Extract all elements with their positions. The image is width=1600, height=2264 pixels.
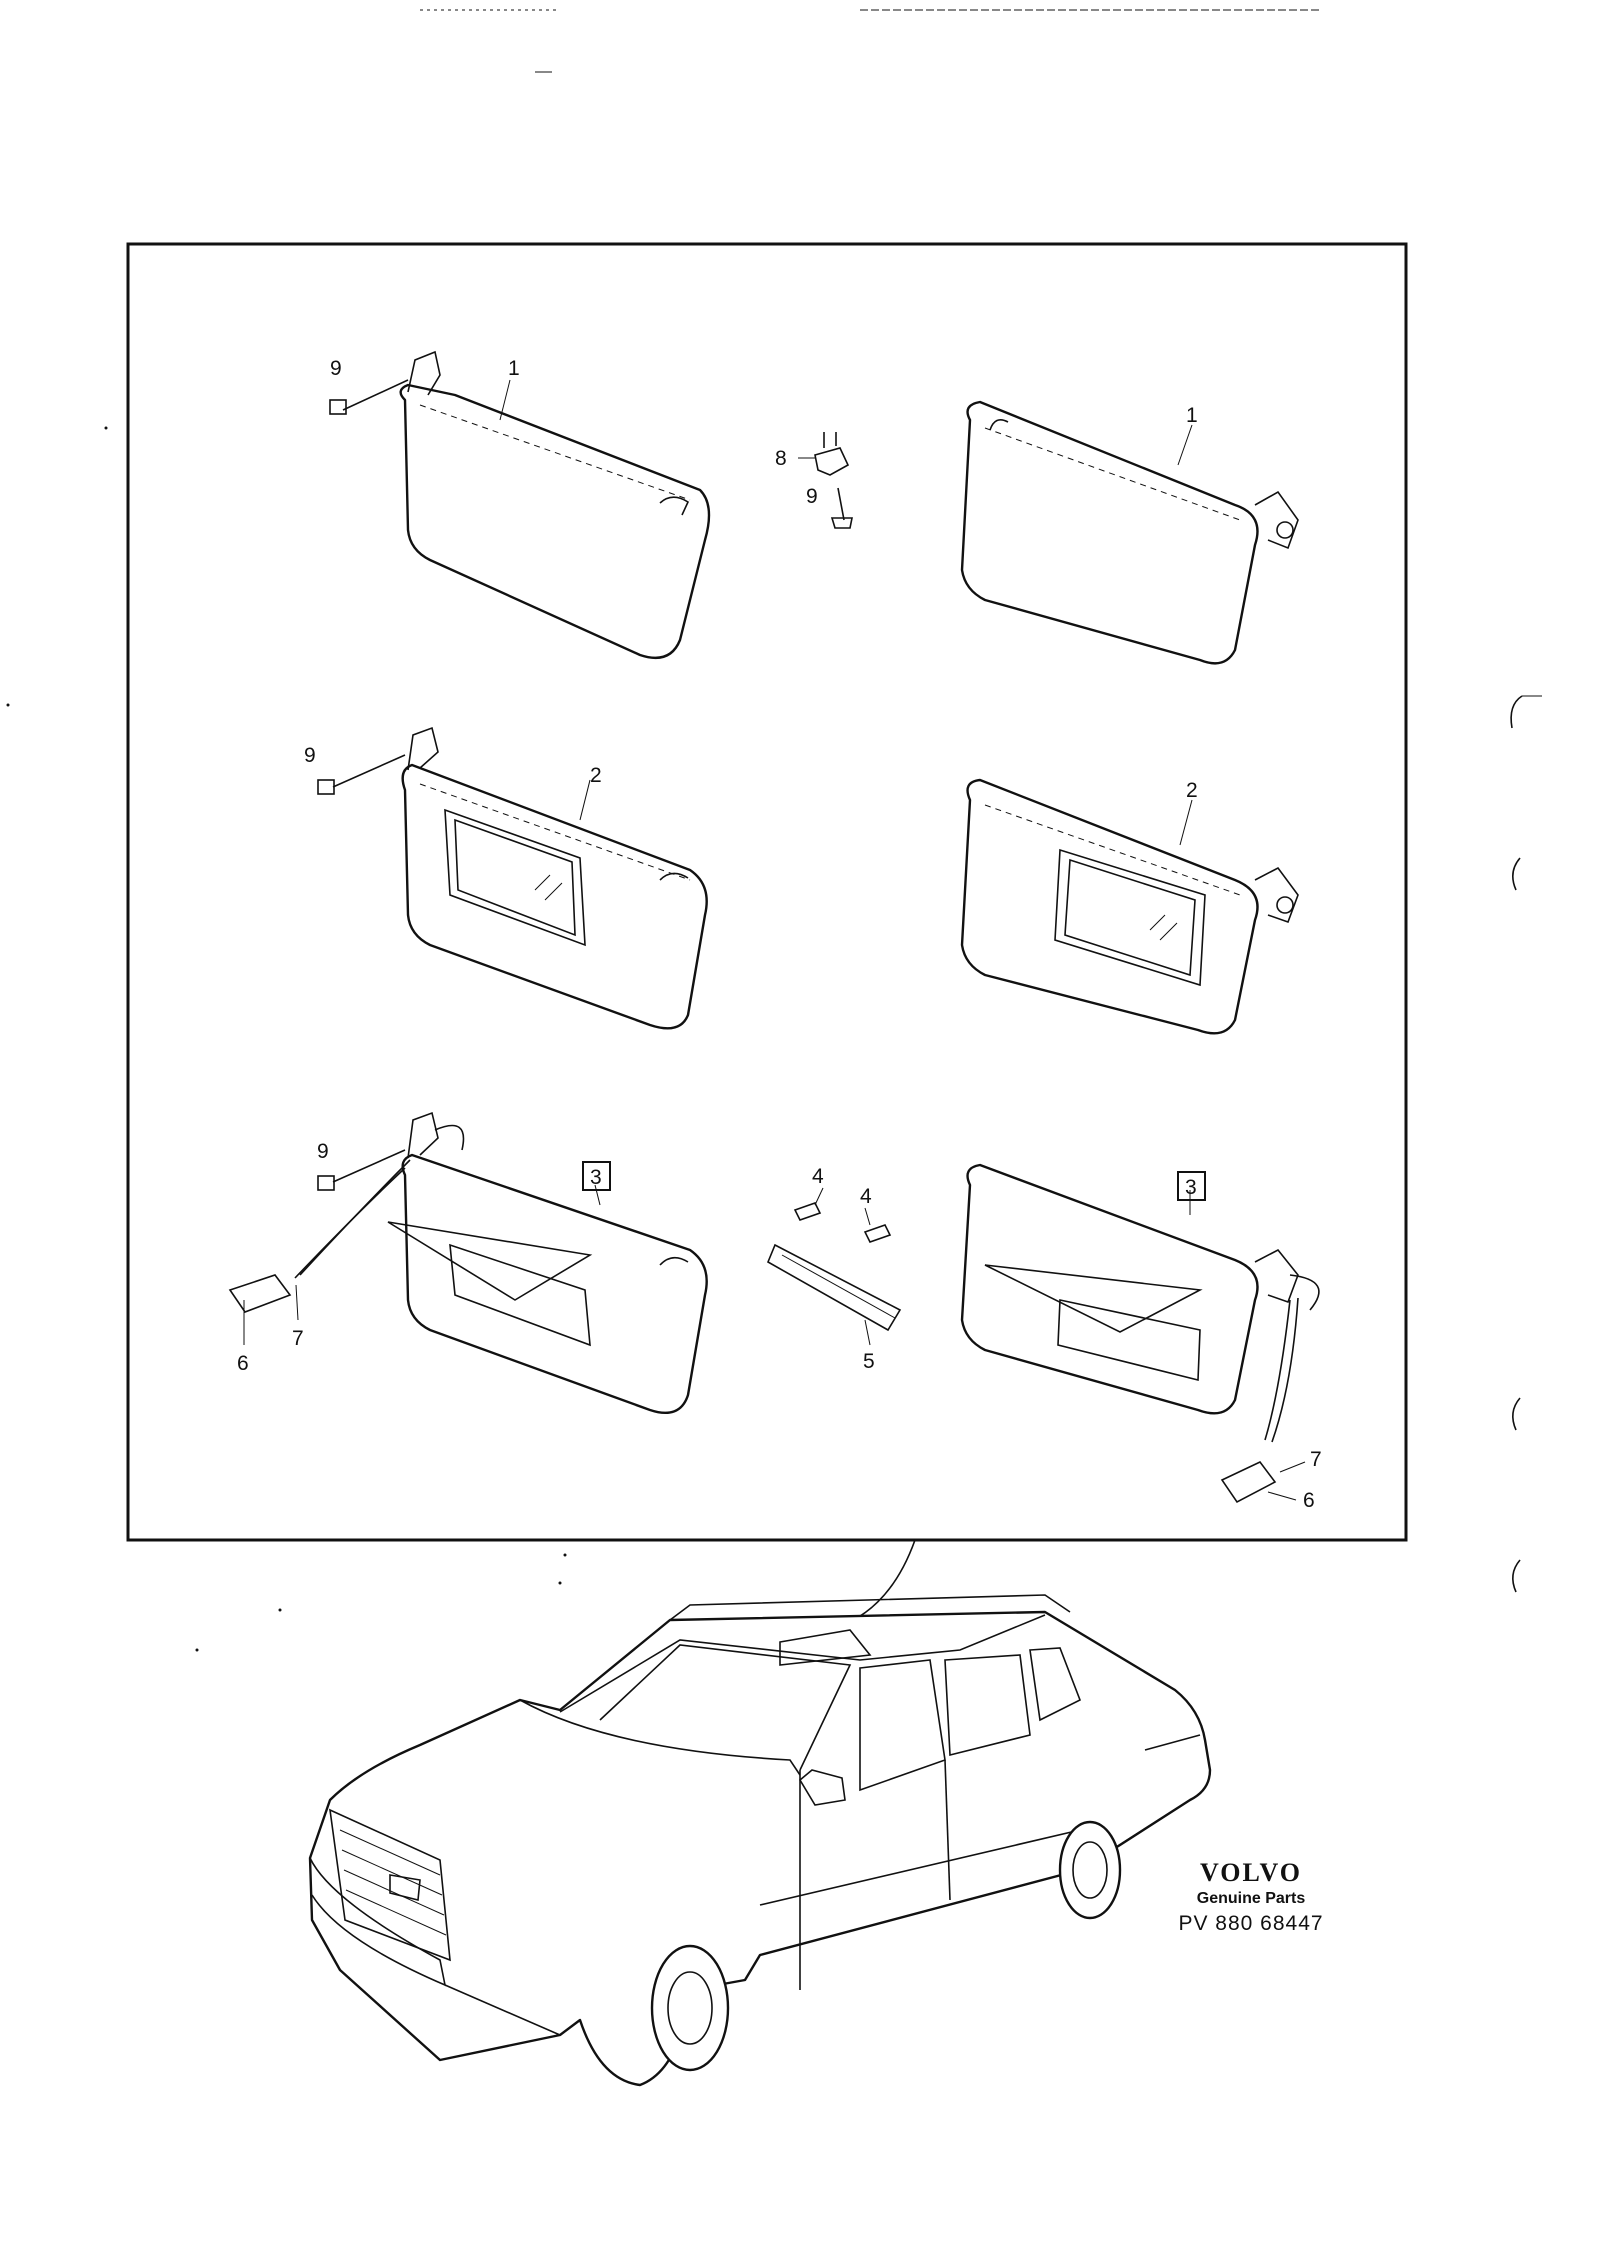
callout-6-left: 6 <box>237 1352 249 1375</box>
callout-2-right: 2 <box>1186 779 1198 802</box>
callout-9-b: 9 <box>806 485 818 508</box>
callout-3-right: 3 <box>1185 1176 1197 1199</box>
callout-box-3-right <box>1177 1171 1206 1201</box>
genuine-parts-label: Genuine Parts <box>1196 1890 1306 1907</box>
binder-marks <box>1510 695 1542 1593</box>
callout-4-b: 4 <box>860 1185 872 1208</box>
callout-2-left: 2 <box>590 764 602 787</box>
callout-9-d: 9 <box>317 1140 329 1163</box>
volvo-logo: VOLVO <box>1200 1858 1302 1887</box>
car-illustration <box>308 1594 1212 2087</box>
leader-lines <box>243 379 1306 1501</box>
callout-1-left: 1 <box>508 357 520 380</box>
callout-1-right: 1 <box>1186 404 1198 427</box>
callout-7-left: 7 <box>292 1327 304 1350</box>
visor-left-mirror <box>317 726 708 1030</box>
visor-right-mirror <box>960 778 1299 1035</box>
visor-left-plain <box>329 350 711 660</box>
lamp-and-cover <box>766 1202 902 1332</box>
visor-right-illuminated <box>960 1163 1320 1504</box>
callout-7-right: 7 <box>1310 1448 1322 1471</box>
clip-and-bolt <box>814 432 853 529</box>
part-number: PV 880 68447 <box>1178 1912 1324 1935</box>
scan-marks <box>420 9 1320 73</box>
callout-3-left: 3 <box>590 1166 602 1189</box>
callout-5: 5 <box>863 1350 875 1373</box>
callout-9-c: 9 <box>304 744 316 767</box>
callout-6-right: 6 <box>1303 1489 1315 1512</box>
callout-labels: 1 1 2 2 3 3 4 4 5 6 6 7 7 8 9 9 9 9 <box>237 357 1322 1512</box>
callout-box-3-left <box>582 1161 611 1191</box>
brand-block: VOLVO Genuine Parts PV 880 68447 <box>1156 1858 1346 1936</box>
callout-9-a: 9 <box>330 357 342 380</box>
visor-right-plain <box>960 400 1299 665</box>
callout-4-a: 4 <box>812 1165 824 1188</box>
diagram-frame <box>126 242 1408 1542</box>
visor-left-illuminated <box>228 1111 708 1415</box>
scan-dots <box>6 426 567 1652</box>
callout-8: 8 <box>775 447 787 470</box>
